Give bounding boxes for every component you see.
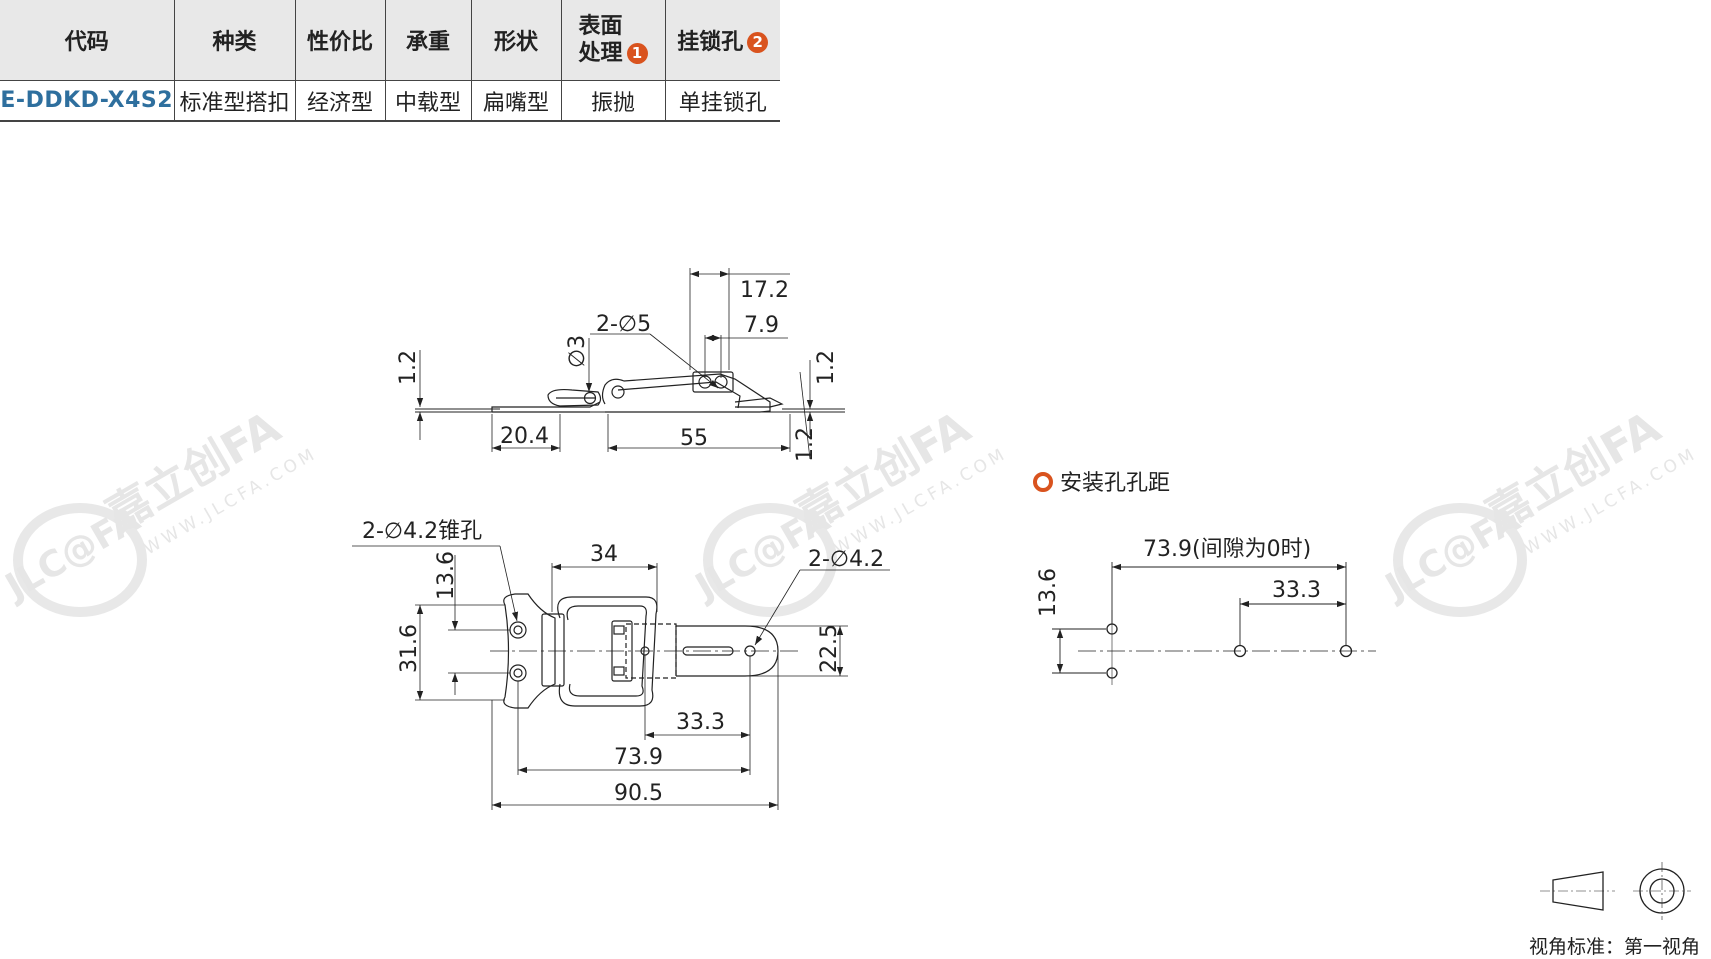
header-surface-line2: 处理 (578, 41, 623, 66)
watermark-middle: JLC@FA 嘉立创FA WWW.JLCFA.COM (686, 402, 1011, 617)
cell-shape: 扁嘴型 (471, 80, 562, 122)
top-countersink-hole-a (509, 621, 527, 639)
top-view (352, 545, 890, 810)
dim-countersink: 2-∅4.2锥孔 (362, 519, 482, 544)
cell-load: 中载型 (385, 80, 472, 122)
top-view-labels: 2-∅4.2锥孔 34 2-∅4.2 13.6 31.6 22.5 33.3 7… (362, 519, 884, 806)
side-hole-3 (583, 391, 597, 405)
cell-value: 经济型 (295, 80, 386, 122)
surface-note-badge: 1 (626, 43, 648, 64)
watermark-right: JLC@FA 嘉立创FA WWW.JLCFA.COM (1376, 402, 1701, 617)
top-countersink-hole-b (509, 664, 527, 682)
header-surface-line1: 表面 (578, 14, 623, 39)
header-shape: 形状 (471, 0, 562, 81)
dim-22-5: 22.5 (817, 624, 842, 673)
dim-33-3: 33.3 (676, 710, 725, 735)
watermark-left: JLC@FA 嘉立创FA WWW.JLCFA.COM (0, 402, 321, 617)
mount-dim-13-6: 13.6 (1036, 568, 1061, 617)
orange-ring-icon (1033, 472, 1053, 492)
dim-13-6: 13.6 (434, 551, 459, 600)
side-view (415, 268, 845, 460)
side-view-labels: 17.2 7.9 2-∅5 ∅3 1.2 20.4 55 1.2 1.2 (396, 278, 839, 462)
projection-label: 视角标准：第一视角 (1529, 936, 1700, 958)
dim-34: 34 (590, 542, 618, 567)
header-type: 种类 (174, 0, 296, 81)
header-value: 性价比 (295, 0, 386, 81)
dim-1-2-left: 1.2 (396, 350, 421, 385)
mount-hole-c (1233, 644, 1247, 658)
projection-symbol-icon (1540, 862, 1691, 920)
header-load: 承重 (385, 0, 472, 81)
dim-31-6: 31.6 (397, 624, 422, 673)
lockhole-note-badge: 2 (747, 32, 769, 53)
dim-hole-4-2: 2-∅4.2 (808, 547, 884, 572)
dim-55: 55 (680, 426, 708, 451)
cell-code: E-DDKD-X4S2 (0, 80, 175, 122)
mount-hole-d (1339, 644, 1353, 658)
dim-hole-3: ∅3 (565, 335, 590, 368)
mount-title: 安装孔孔距 (1060, 471, 1170, 496)
dim-1-2-right-top: 1.2 (814, 350, 839, 385)
mount-dim-73-9: 73.9(间隙为0时) (1143, 537, 1311, 562)
cell-surface: 振抛 (561, 80, 666, 122)
table-row: E-DDKD-X4S2 标准型搭扣 经济型 中载型 扁嘴型 振抛 单挂锁孔 (0, 80, 780, 122)
side-pivot-icon (611, 385, 625, 399)
dim-7-9: 7.9 (744, 313, 779, 338)
watermark-group: JLC@FA 嘉立创FA WWW.JLCFA.COM JLC@FA 嘉立创FA … (0, 402, 1701, 617)
dim-73-9: 73.9 (614, 745, 663, 770)
mount-dim-33-3: 33.3 (1272, 578, 1321, 603)
dim-17-2: 17.2 (740, 278, 789, 303)
cell-type: 标准型搭扣 (174, 80, 296, 122)
mount-section: 安装孔孔距 73.9(间隙为0时) 33.3 13.6 (1033, 471, 1376, 685)
header-code: 代码 (0, 0, 175, 81)
dim-90-5: 90.5 (614, 781, 663, 806)
header-lockhole-label: 挂锁孔 (677, 30, 744, 55)
dim-hole-5: 2-∅5 (596, 312, 651, 337)
cell-lockhole: 单挂锁孔 (665, 80, 780, 122)
dim-20-4: 20.4 (500, 424, 549, 449)
dim-1-2-right-bottom: 1.2 (793, 427, 818, 462)
